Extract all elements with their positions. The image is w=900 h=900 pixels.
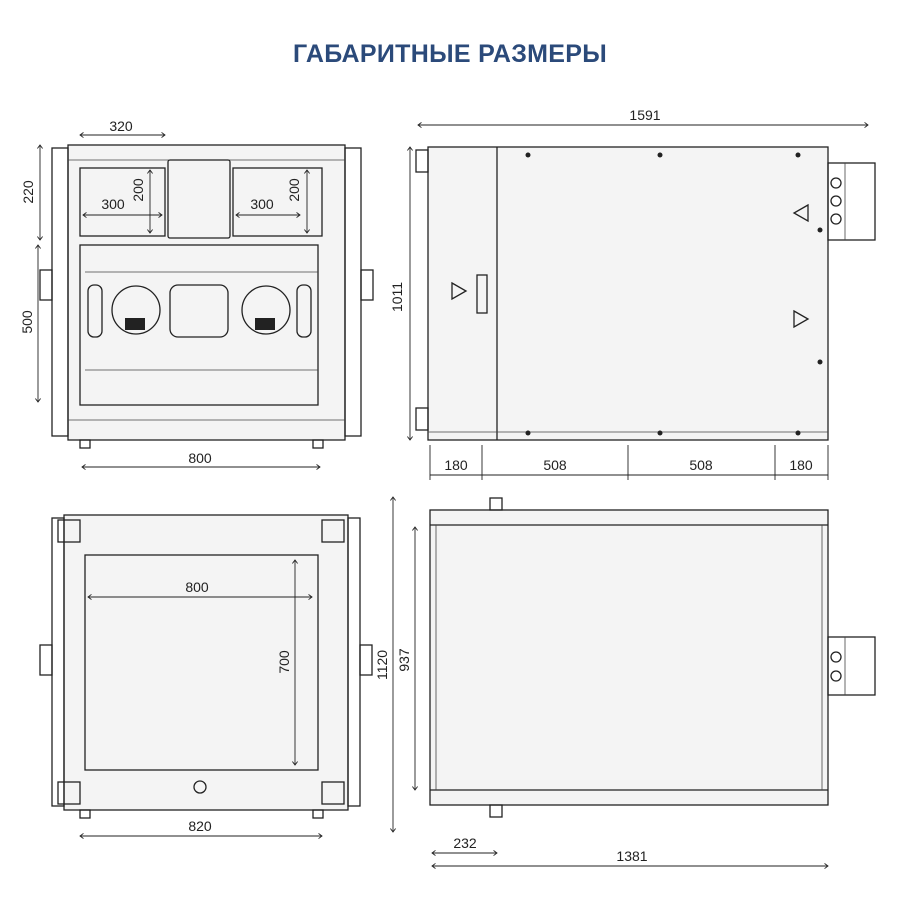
dim-937: 937: [396, 648, 412, 672]
dim-820: 820: [188, 818, 212, 834]
page-title: ГАБАРИТНЫЕ РАЗМЕРЫ: [292, 40, 608, 68]
dim-1011: 1011: [389, 282, 405, 312]
dim-1381: 1381: [616, 848, 647, 864]
dim-300-right: 300: [250, 196, 274, 212]
dim-508-a: 508: [543, 457, 567, 473]
fan-left-icon: [111, 285, 161, 335]
top-view: 1120 937 232 1381: [374, 497, 876, 866]
side-view: 1591 1011 180 508 508 180: [389, 107, 876, 480]
dim-500: 500: [19, 310, 35, 334]
dim-800-rear: 800: [185, 579, 209, 595]
dim-1120: 1120: [374, 650, 390, 680]
front-view: 320 220 300 200 300 200 500 800: [19, 118, 374, 467]
dim-180-left: 180: [444, 457, 468, 473]
dim-180-right: 180: [789, 457, 813, 473]
dim-508-b: 508: [689, 457, 713, 473]
arrow-right-icon: [451, 281, 468, 301]
arrow-right-icon: [793, 309, 810, 329]
dim-220: 220: [20, 180, 36, 204]
rear-view: 800 700 820: [39, 514, 373, 836]
dim-800-front: 800: [188, 450, 212, 466]
dim-232: 232: [453, 835, 477, 851]
dim-1591: 1591: [629, 107, 660, 123]
dim-200-left: 200: [130, 178, 146, 202]
dim-300-left: 300: [101, 196, 125, 212]
dim-320: 320: [109, 118, 133, 134]
dim-200-right: 200: [286, 178, 302, 202]
arrow-left-icon: [792, 203, 809, 223]
fan-right-icon: [241, 285, 291, 335]
dim-700: 700: [276, 650, 292, 674]
